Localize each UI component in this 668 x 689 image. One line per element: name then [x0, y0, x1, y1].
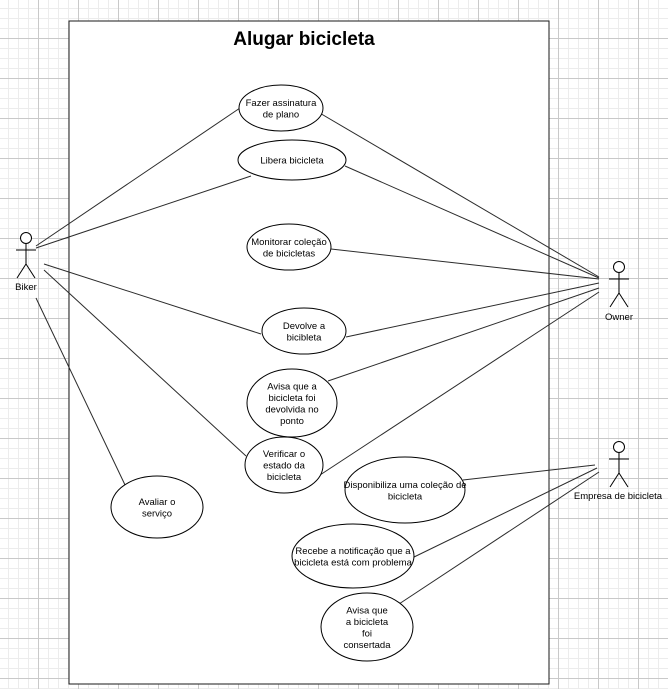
- use-case-label: Avisa que: [346, 605, 388, 616]
- use-case-ellipse[interactable]: [291, 523, 415, 589]
- use-case-label: bicibleta: [287, 332, 323, 343]
- association-empresa-uc9[interactable]: [411, 467, 598, 559]
- use-case-label: a bicicleta: [346, 617, 389, 628]
- association-biker-uc2[interactable]: [35, 175, 252, 249]
- use-case-label: bicicleta foi: [269, 393, 316, 404]
- use-case-ellipse[interactable]: [110, 475, 204, 539]
- actor-label: Empresa de bicicleta: [574, 491, 663, 502]
- use-case-label: bicicleta: [388, 491, 423, 502]
- use-case-label: Monitorar coleção: [251, 237, 327, 248]
- association-owner-uc6[interactable]: [319, 291, 600, 476]
- association-biker-uc1[interactable]: [35, 107, 241, 247]
- stick-figure-icon: [609, 272, 629, 308]
- use-case-label: Devolve a: [283, 321, 326, 332]
- use-case-label: Libera bicicleta: [260, 156, 324, 167]
- actor-head: [613, 261, 625, 273]
- association-empresa-uc10[interactable]: [398, 471, 600, 605]
- diagram-title: Alugar bicicleta: [233, 29, 375, 50]
- use-case-uc2[interactable]: Libera bicicleta: [237, 139, 347, 181]
- use-case-label: de plano: [263, 109, 299, 120]
- association-owner-uc3[interactable]: [330, 248, 600, 280]
- use-case-ellipse[interactable]: [244, 436, 324, 494]
- use-case-label: de bicicletas: [263, 248, 316, 259]
- use-case-label: ponto: [280, 416, 304, 427]
- use-case-label: foi: [362, 628, 372, 639]
- association-owner-uc1[interactable]: [317, 111, 600, 278]
- use-case-label: devolvida no: [265, 404, 318, 415]
- use-case-ellipse[interactable]: [238, 84, 324, 132]
- use-case-label: Fazer assinatura: [246, 98, 317, 109]
- association-biker-uc6[interactable]: [43, 269, 247, 457]
- actor-biker[interactable]: Biker: [15, 232, 37, 294]
- use-case-label: Avaliar o: [139, 497, 176, 508]
- actor-head: [613, 441, 625, 453]
- use-case-label: estado da: [263, 461, 305, 472]
- use-case-ellipse[interactable]: [261, 307, 347, 355]
- use-case-ellipse[interactable]: [246, 368, 338, 438]
- use-case-label: bicicleta: [267, 472, 302, 483]
- use-case-label: serviço: [142, 508, 172, 519]
- use-case-label: bicicleta está com problema: [294, 557, 412, 568]
- use-case-ellipse[interactable]: [246, 223, 332, 271]
- use-case-label: Avisa que a: [267, 381, 317, 392]
- actor-empresa[interactable]: Empresa de bicicleta: [574, 441, 663, 503]
- use-case-label: Verificar o: [263, 449, 305, 460]
- use-case-ellipse[interactable]: [237, 139, 347, 181]
- association-owner-uc5[interactable]: [327, 287, 600, 382]
- use-case-ellipse[interactable]: [344, 456, 466, 524]
- actor-label: Owner: [605, 312, 633, 323]
- actor-label: Biker: [15, 282, 37, 293]
- association-owner-uc2[interactable]: [344, 165, 600, 279]
- use-case-label: consertada: [343, 640, 391, 651]
- association-biker-uc7[interactable]: [35, 297, 127, 488]
- association-lines: [35, 107, 600, 605]
- actor-owner[interactable]: Owner: [605, 261, 633, 324]
- association-empresa-uc8[interactable]: [462, 464, 596, 481]
- association-owner-uc4[interactable]: [345, 282, 600, 338]
- stick-figure-icon: [609, 452, 629, 488]
- stick-figure-icon: [16, 243, 36, 279]
- use-case-ellipse[interactable]: [320, 592, 414, 662]
- actor-head: [20, 232, 32, 244]
- association-biker-uc4[interactable]: [43, 263, 262, 335]
- use-case-label: Disponibiliza uma coleção de: [343, 480, 466, 491]
- use-case-label: Recebe a notificação que a: [295, 546, 411, 557]
